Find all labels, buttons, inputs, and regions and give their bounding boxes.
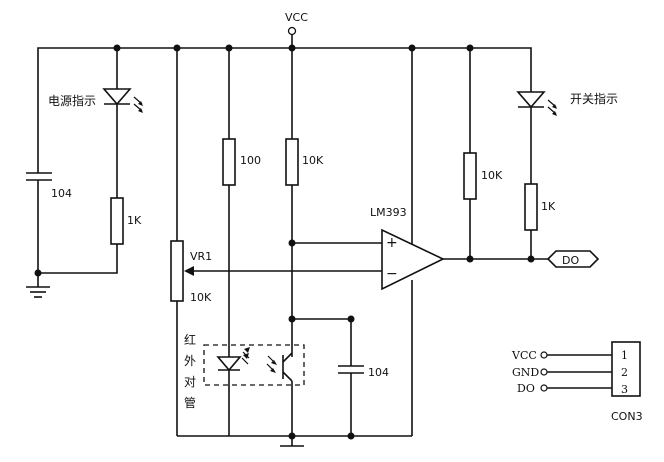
potentiometer-value: 10K — [190, 291, 212, 304]
connector-pin-2-number: 2 — [621, 366, 628, 379]
capacitor-left: 104 — [26, 172, 72, 273]
resistor-10k-middle-value: 10K — [302, 154, 324, 167]
capacitor-bottom-value: 104 — [368, 366, 389, 379]
wiper-connection — [184, 266, 382, 276]
comparator-minus: − — [386, 266, 398, 282]
connector-pin-3-signal: DO — [517, 382, 535, 395]
resistor-led-switch — [524, 183, 538, 231]
resistor-10k-right: 10K — [463, 48, 503, 259]
ir-label-char-2: 外 — [184, 354, 196, 368]
ir-pair: 红 外 对 管 — [184, 332, 305, 436]
switch-led-label: 开关指示 — [570, 91, 618, 106]
power-led-branch: 电源指示 1K — [38, 48, 143, 274]
ground-symbol — [26, 269, 50, 298]
resistor-led-power — [110, 197, 124, 245]
power-led-label: 电源指示 — [48, 93, 96, 108]
comparator-name: LM393 — [370, 206, 407, 219]
connector-name: CON3 — [611, 410, 643, 423]
comparator-plus: + — [386, 235, 398, 251]
vcc-rail — [37, 47, 532, 173]
potentiometer-body — [170, 240, 184, 302]
vcc-terminal: VCC — [285, 11, 308, 48]
connector-con3: 1 2 3 CON3 VCC GND DO — [511, 341, 643, 423]
do-output-label: DO — [562, 254, 579, 267]
resistor-led-switch-value: 1K — [541, 200, 556, 213]
capacitor-left-value: 104 — [51, 187, 72, 200]
ir-label-char-4: 管 — [184, 395, 196, 410]
resistor-led-power-value: 1K — [127, 214, 142, 227]
bottom-ground-rail — [177, 432, 412, 447]
resistor-10k-middle: 10K — [285, 48, 324, 357]
comparator-lm393: + − LM393 — [370, 48, 445, 436]
switch-led-symbol — [516, 91, 546, 109]
resistor-100-value: 100 — [240, 154, 261, 167]
potentiometer-name: VR1 — [190, 250, 212, 263]
ir-label-char-1: 红 — [184, 332, 196, 347]
potentiometer-vr1: VR1 10K — [170, 48, 212, 436]
connector-pin-3-number: 3 — [621, 383, 628, 396]
ir-emitter-symbol — [216, 356, 242, 372]
connector-pin-1-number: 1 — [621, 349, 628, 362]
connector-body — [611, 341, 641, 397]
ir-receiver-symbol — [266, 352, 293, 436]
connector-pin-1-signal: VCC — [511, 349, 537, 362]
connector-pin-2-signal: GND — [512, 366, 539, 379]
do-output-tag: DO — [546, 250, 600, 268]
vcc-label: VCC — [285, 11, 308, 24]
resistor-100: 100 — [222, 48, 261, 357]
power-led-symbol — [102, 88, 132, 106]
capacitor-bottom: 104 — [292, 315, 389, 440]
ir-label-char-3: 对 — [184, 375, 196, 389]
switch-led-branch: 开关指示 1K — [516, 91, 618, 259]
resistor-10k-right-value: 10K — [481, 169, 503, 182]
